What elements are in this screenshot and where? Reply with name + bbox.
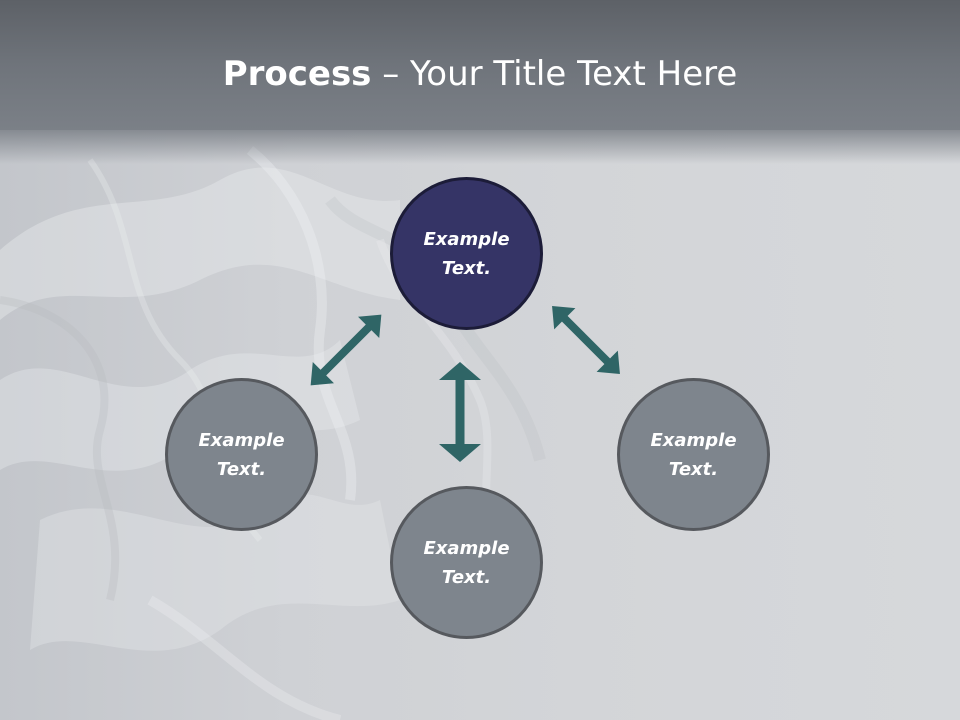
header-fade <box>0 130 960 164</box>
process-node-top: Example Text. <box>390 177 543 330</box>
node-label-left: Example Text. <box>198 429 285 480</box>
process-node-bottom: Example Text. <box>390 486 543 639</box>
arrow-top-right <box>552 306 620 374</box>
node-label-top: Example Text. <box>423 228 510 279</box>
arrow-center-vertical <box>439 362 481 462</box>
process-node-right: Example Text. <box>617 378 770 531</box>
title-bold: Process <box>222 54 372 94</box>
process-node-left: Example Text. <box>165 378 318 531</box>
title-rest: – Your Title Text Here <box>371 54 738 94</box>
node-label-bottom: Example Text. <box>423 537 510 588</box>
header-band <box>0 0 960 130</box>
slide-title: Process – Your Title Text Here <box>0 52 960 96</box>
arrow-top-left <box>310 314 382 386</box>
node-label-right: Example Text. <box>650 429 737 480</box>
